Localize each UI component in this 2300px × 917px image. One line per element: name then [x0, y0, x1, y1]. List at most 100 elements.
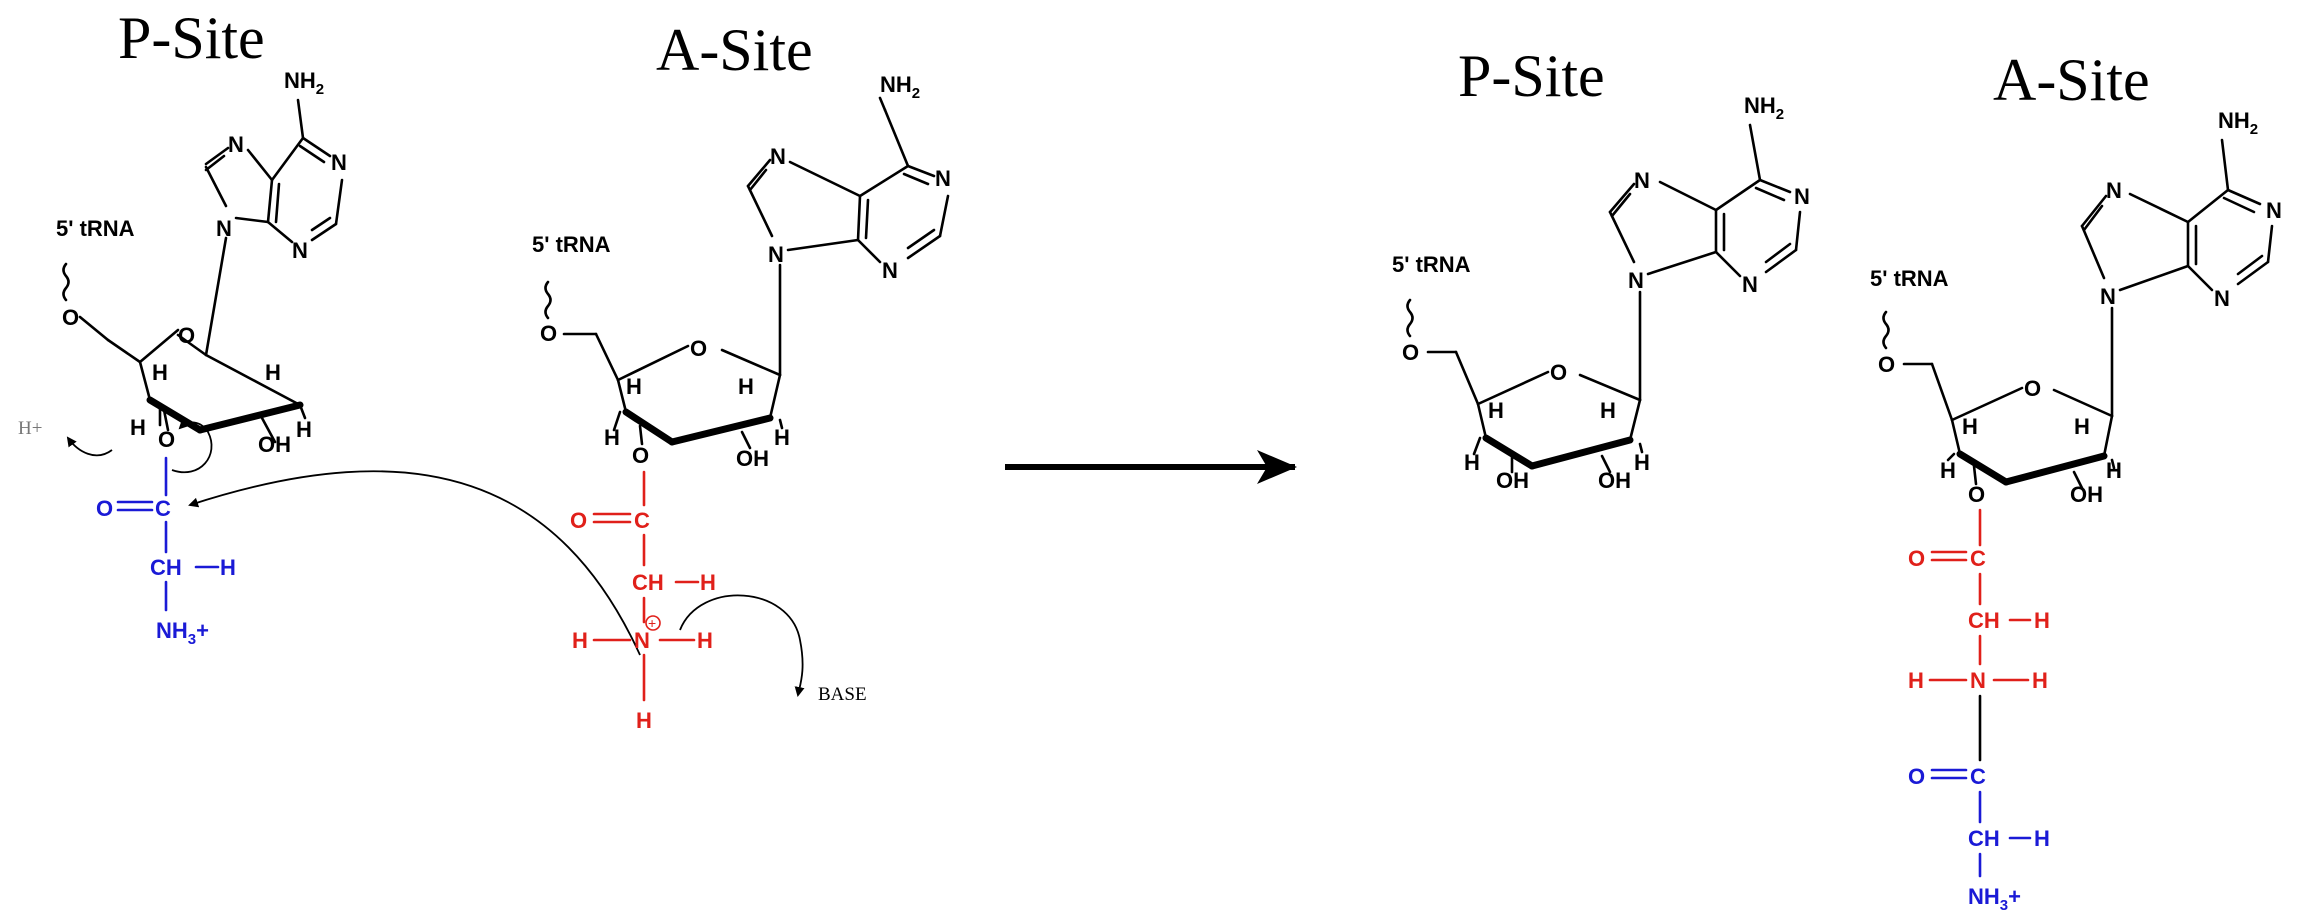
svg-text:NH2: NH2: [880, 72, 920, 102]
svg-text:O: O: [2024, 376, 2041, 401]
svg-text:H: H: [152, 360, 168, 385]
ribose-ring: O H H H H OH O 5' tRNA O: [532, 232, 790, 471]
svg-text:CH: CH: [150, 555, 182, 580]
svg-text:O: O: [1968, 482, 1985, 507]
svg-text:O: O: [1878, 352, 1895, 377]
nh2-label: NH2: [284, 68, 324, 98]
svg-text:O: O: [1550, 360, 1567, 385]
svg-text:NH2: NH2: [2218, 108, 2258, 138]
svg-text:H: H: [265, 360, 281, 385]
svg-text:N: N: [1742, 272, 1758, 297]
svg-text:OH: OH: [1598, 468, 1631, 493]
adenine-ring: NH2 N N N N: [746, 72, 951, 283]
svg-text:N: N: [1794, 184, 1810, 209]
svg-text:N: N: [770, 144, 786, 169]
svg-text:N: N: [2214, 286, 2230, 311]
svg-text:O: O: [1402, 340, 1419, 365]
svg-text:O: O: [632, 443, 649, 468]
svg-text:H: H: [636, 708, 652, 733]
o-c-bond-arrow: [171, 418, 213, 473]
ribose-ring: O H H H H OH O 5' tRNA O: [1870, 266, 2122, 507]
svg-text:H: H: [697, 628, 713, 653]
svg-text:H: H: [1600, 398, 1616, 423]
svg-text:C: C: [1970, 764, 1986, 789]
right-a-site: A-Site NH2 N N N N O: [1870, 47, 2282, 914]
svg-text:+: +: [648, 615, 656, 631]
svg-text:CH: CH: [1968, 608, 2000, 633]
adenine-ring: NH2 N N N N: [204, 68, 347, 263]
svg-text:N: N: [216, 216, 232, 241]
nucleophilic-attack-arrow: [188, 470, 641, 656]
svg-text:N: N: [2100, 284, 2116, 309]
h-plus-label: H+: [18, 418, 42, 439]
right-a-site-title: A-Site: [1993, 47, 2150, 113]
svg-text:H: H: [700, 570, 716, 595]
svg-text:H: H: [604, 425, 620, 450]
svg-text:N: N: [935, 166, 951, 191]
left-a-site-title: A-Site: [656, 17, 813, 83]
svg-text:C: C: [634, 508, 650, 533]
svg-text:O: O: [1908, 546, 1925, 571]
svg-text:H: H: [626, 374, 642, 399]
svg-text:H: H: [220, 555, 236, 580]
svg-text:5' tRNA: 5' tRNA: [1392, 252, 1471, 277]
left-a-site: A-Site NH2 N N N N O: [532, 17, 951, 733]
svg-text:O: O: [690, 336, 707, 361]
svg-text:O: O: [178, 323, 195, 348]
left-p-site-title: P-Site: [118, 5, 265, 71]
svg-text:N: N: [2266, 198, 2282, 223]
a-site-glycine: O C CH H H N + H H: [570, 470, 716, 733]
svg-text:N: N: [331, 150, 347, 175]
svg-text:C: C: [155, 496, 171, 521]
svg-text:O: O: [540, 321, 557, 346]
ribose-ring: O H H H H OH OH O 5' tRNA: [1392, 252, 1650, 493]
svg-text:O: O: [1908, 764, 1925, 789]
p-site-nh3: NH3+: [156, 618, 209, 648]
adenine-ring: NH2 N N N N: [2080, 108, 2282, 311]
svg-text:O: O: [96, 496, 113, 521]
svg-text:H: H: [1634, 450, 1650, 475]
svg-text:H: H: [1488, 398, 1504, 423]
svg-text:H: H: [2034, 608, 2050, 633]
deprotonation-arrow: [679, 594, 805, 697]
svg-text:H: H: [130, 415, 146, 440]
svg-text:OH: OH: [1496, 468, 1529, 493]
svg-text:H: H: [2106, 458, 2122, 483]
svg-text:H: H: [572, 628, 588, 653]
svg-text:CH: CH: [632, 570, 664, 595]
p-site-glycine: O C CH H NH3+: [96, 456, 236, 648]
proton-arrow: [66, 436, 113, 457]
svg-text:H: H: [1940, 458, 1956, 483]
ribose-ring: O H H H H OH O 5' tRNA O: [56, 216, 312, 457]
left-p-site: P-Site NH2 N N N N: [18, 5, 347, 648]
svg-text:N: N: [1628, 268, 1644, 293]
svg-text:H: H: [1464, 450, 1480, 475]
svg-text:N: N: [768, 242, 784, 267]
right-p-site-title: P-Site: [1458, 43, 1605, 109]
adenine-ring: NH2 N N N N: [1608, 93, 1810, 297]
svg-text:H: H: [296, 417, 312, 442]
svg-text:H: H: [1908, 668, 1924, 693]
svg-text:5' tRNA: 5' tRNA: [1870, 266, 1949, 291]
svg-text:N: N: [1634, 168, 1650, 193]
svg-text:N: N: [1970, 668, 1986, 693]
svg-text:OH: OH: [258, 432, 291, 457]
svg-text:C: C: [1970, 546, 1986, 571]
svg-text:N: N: [634, 628, 650, 653]
svg-text:H: H: [2034, 826, 2050, 851]
right-p-site: P-Site NH2 N N N N O: [1392, 43, 1810, 493]
svg-text:N: N: [2106, 178, 2122, 203]
svg-text:O: O: [570, 508, 587, 533]
dipeptide-blue-residue: O C CH H NH3+: [1908, 764, 2050, 914]
svg-text:O: O: [62, 305, 79, 330]
svg-text:H: H: [2074, 414, 2090, 439]
svg-text:OH: OH: [2070, 482, 2103, 507]
svg-text:N: N: [882, 258, 898, 283]
svg-text:H: H: [738, 374, 754, 399]
svg-text:NH2: NH2: [1744, 93, 1784, 123]
svg-text:CH: CH: [1968, 826, 2000, 851]
svg-text:5' tRNA: 5' tRNA: [532, 232, 611, 257]
svg-text:NH3+: NH3+: [1968, 884, 2021, 914]
svg-text:H: H: [1962, 414, 1978, 439]
